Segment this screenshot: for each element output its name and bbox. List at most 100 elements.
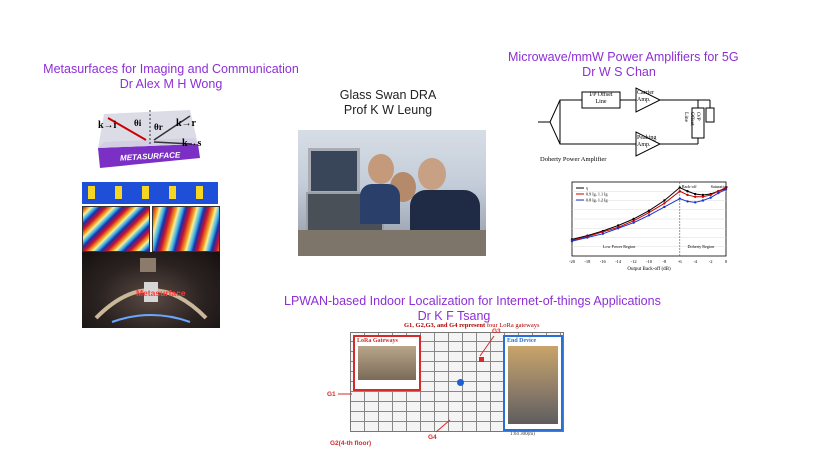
annotation-saturation: Saturation: [711, 184, 729, 189]
series-point: [632, 219, 635, 223]
legend-prefix: G1, G2,G3, and G4 represent: [404, 322, 487, 329]
meta-title: Metasurfaces for Imaging and Communicati…: [40, 62, 302, 92]
series-point: [617, 224, 620, 227]
series-point: [701, 199, 705, 202]
series-point: [686, 200, 689, 203]
x-tick-label: -20: [569, 259, 576, 264]
g3-label: G3: [492, 328, 501, 335]
lab-monitor: [308, 148, 360, 194]
device-marker: [457, 379, 464, 386]
field-plot-right: [152, 206, 220, 252]
field-plot-left: [82, 206, 150, 252]
end-device-photo: End Device: [503, 335, 563, 431]
series-point: [686, 190, 689, 193]
cell-3: [142, 186, 149, 199]
series-point: [678, 197, 681, 200]
series-point: [724, 188, 728, 191]
series-point: [678, 190, 681, 193]
metasurface-diagram-svg: [98, 110, 200, 168]
lpwan-title-line1: LPWAN-based Indoor Localization for Inte…: [284, 294, 661, 308]
doherty-circuit: I/P Offset Line Carrier Amp. Peaking Amp…: [538, 82, 720, 168]
label-ks: k→s: [182, 138, 202, 149]
annotation-doherty: Doherty Region: [688, 244, 716, 249]
series-point: [632, 221, 635, 224]
lpwan-title: LPWAN-based Indoor Localization for Inte…: [284, 294, 661, 324]
series-point: [586, 236, 589, 239]
series-point: [663, 202, 666, 205]
legend-label: η: [586, 186, 588, 191]
series-point: [601, 230, 604, 234]
g4-label: G4: [428, 434, 437, 441]
pa-title-line1: Microwave/mmW Power Amplifiers for 5G: [508, 50, 739, 64]
lora-gateways-photo: LoRa Gateways: [353, 335, 421, 391]
meta-title-line2: Dr Alex M H Wong: [119, 77, 223, 91]
x-tick-label: -2: [709, 259, 713, 264]
end-device-image: [508, 346, 558, 424]
series-point: [694, 192, 697, 196]
metasurface-diagram: k→i θi θr k→r k→s METASURFACE: [84, 104, 208, 174]
series-line-2: [571, 188, 727, 242]
x-tick-label: -6: [678, 259, 682, 264]
cell-2: [115, 186, 122, 199]
series-point: [601, 232, 604, 235]
x-tick-label: -18: [584, 259, 591, 264]
series-line-1: [571, 187, 727, 241]
x-tick-label: -10: [646, 259, 653, 264]
x-axis-label: Output Back-off (dB): [627, 267, 671, 272]
annotation-low-power: Low Power Region: [603, 244, 636, 249]
ip-offset-label: I/P Offset Line: [589, 92, 613, 105]
series-point: [686, 193, 689, 197]
cell-4: [169, 186, 176, 199]
pa-title: Microwave/mmW Power Amplifiers for 5G Dr…: [508, 50, 739, 80]
series-point: [663, 205, 666, 209]
end-device-label: End Device: [507, 338, 537, 344]
annotation-backoff: Back-off: [682, 184, 697, 189]
chamber-arc-svg: [94, 258, 208, 323]
series-point: [694, 201, 697, 204]
x-tick-label: -14: [615, 259, 622, 264]
doherty-caption: Doherty Power Amplifier: [540, 156, 607, 163]
legend-label: 0.8 Ig, 1.2 Ig: [586, 198, 609, 204]
cell-1: [88, 186, 95, 199]
anechoic-chamber-photo: Metasurface: [82, 252, 220, 328]
label-ki: k→i: [98, 120, 117, 131]
dra-title-line2: Prof K W Leung: [343, 103, 433, 117]
person-1: [368, 154, 394, 184]
series-point: [617, 227, 620, 230]
series-point: [647, 211, 651, 214]
g3-marker: [479, 357, 484, 362]
lpwan-title-line2: Dr K F Tsang: [417, 309, 491, 323]
metasurface-photo-label: Metasurface: [136, 288, 186, 298]
series-point: [701, 195, 705, 198]
series-point: [724, 186, 728, 189]
x-tick-label: -8: [663, 259, 667, 264]
label-theta-r: θr: [154, 122, 163, 132]
person-3: [418, 158, 446, 190]
series-point: [717, 190, 720, 193]
series-point: [647, 209, 651, 212]
lora-gateways-label: LoRa Gateways: [357, 338, 398, 344]
series-point: [709, 193, 712, 197]
doherty-circuit-svg: [538, 87, 715, 157]
series-line-0: [571, 186, 727, 240]
g1-label: G1: [327, 391, 336, 398]
meta-title-line1: Metasurfaces for Imaging and Communicati…: [43, 62, 299, 76]
scale-label: 1:04 300(m): [510, 432, 535, 437]
pa-title-line2: Dr W S Chan: [582, 65, 656, 79]
x-tick-label: -16: [600, 259, 607, 264]
g2-label: G2(4-th floor): [330, 440, 372, 447]
lab-photo: [298, 130, 486, 256]
peaking-amp-label: Peaking Amp.: [637, 135, 657, 148]
unit-cell-strip: [82, 182, 218, 204]
x-tick-label: -12: [631, 259, 637, 264]
lora-gateways-image: [358, 346, 416, 380]
label-kr: k→r: [176, 118, 196, 129]
series-point: [694, 195, 697, 198]
cell-5: [196, 186, 203, 199]
dra-title-line1: Glass Swan DRA: [339, 88, 437, 102]
carrier-amp-label: Carrier Amp.: [637, 90, 654, 103]
floorplan-legend: G1, G2,G3, and G4 represent four LoRa ga…: [404, 322, 540, 329]
x-tick-label: 0: [725, 259, 728, 264]
